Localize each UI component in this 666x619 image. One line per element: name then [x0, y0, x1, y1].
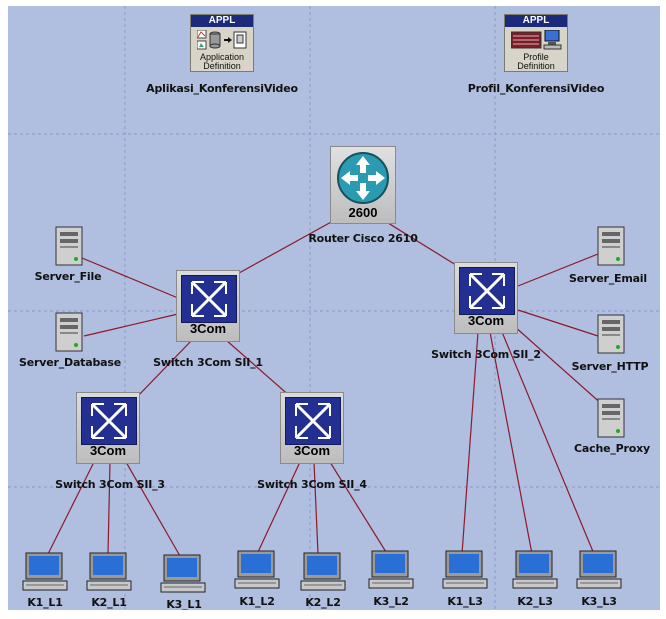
server-http-node[interactable] [596, 314, 626, 354]
router-icon [337, 152, 389, 204]
switch-2-label: Switch 3Com SII_2 [431, 348, 541, 361]
k2-l3-node[interactable] [512, 550, 558, 590]
link-switch4-k2-l2[interactable] [313, 461, 319, 555]
workstation-icon [368, 550, 414, 589]
switch-2-node[interactable]: 3Com [454, 262, 518, 334]
workstation-icon [442, 550, 488, 589]
server-email-node[interactable] [596, 226, 626, 266]
profile-def-label: Profil_KonferensiVideo [467, 82, 605, 95]
k1-l3-node[interactable] [442, 550, 488, 590]
link-switch3-k2-l1[interactable] [107, 461, 111, 555]
switch-2-brand: 3Com [467, 313, 505, 328]
k1-l1-node[interactable] [22, 552, 68, 592]
link-switch4-k1-l2[interactable] [257, 461, 301, 553]
application-definition-node[interactable]: APPL Application Definition [190, 14, 254, 72]
link-switch2-k2-l3[interactable] [489, 331, 533, 555]
cache-proxy-label: Cache_Proxy [574, 442, 650, 455]
switch-4-node[interactable]: 3Com [280, 392, 344, 464]
k2-l1-node[interactable] [86, 552, 132, 592]
k3-l2-node[interactable] [368, 550, 414, 590]
k1-l3-label: K1_L3 [447, 595, 483, 608]
link-switch2-server-email[interactable] [517, 253, 599, 287]
server-database-node[interactable] [54, 312, 84, 352]
appl-header: APPL [191, 15, 253, 27]
link-switch1-switch3[interactable] [135, 339, 193, 399]
switch-icon [190, 280, 228, 318]
server-icon [55, 312, 83, 352]
network-canvas[interactable]: APPL Application Definition Aplikasi_Kon… [8, 6, 660, 610]
k1-l2-node[interactable] [234, 550, 280, 590]
switch-icon [468, 272, 506, 310]
link-switch2-server-http[interactable] [517, 309, 599, 337]
switch-1-label: Switch 3Com SII_1 [153, 356, 263, 369]
server-icon [597, 314, 625, 354]
router-node[interactable]: 2600 [330, 146, 396, 224]
link-switch2-cache-proxy[interactable] [513, 325, 605, 407]
switch-1-node[interactable]: 3Com [176, 270, 240, 342]
switch-3-label: Switch 3Com SII_3 [55, 478, 165, 491]
router-brand: 2600 [348, 205, 378, 220]
switch-3-brand: 3Com [89, 443, 127, 458]
link-switch1-server-database[interactable] [83, 313, 179, 337]
switch-icon [294, 402, 332, 440]
router-label: Router Cisco 2610 [308, 232, 418, 245]
server-http-label: Server_HTTP [571, 360, 649, 373]
workstation-icon [160, 554, 206, 593]
server-icon [597, 398, 625, 438]
workstation-icon [576, 550, 622, 589]
workstation-icon [300, 552, 346, 591]
k3-l1-label: K3_L1 [166, 598, 202, 610]
application-definition-icon [197, 30, 247, 50]
k3-l1-node[interactable] [160, 554, 206, 594]
link-router-switch1[interactable] [229, 215, 343, 279]
link-router-switch2[interactable] [379, 217, 465, 271]
k3-l3-label: K3_L3 [581, 595, 617, 608]
switch-3-node[interactable]: 3Com [76, 392, 140, 464]
workstation-icon [86, 552, 132, 591]
link-switch2-k1-l3[interactable] [461, 331, 479, 555]
server-email-label: Server_Email [569, 272, 647, 285]
profile-definition-node[interactable]: APPL Profile Definition [504, 14, 568, 72]
server-database-label: Server_Database [19, 356, 121, 369]
workstation-icon [512, 550, 558, 589]
profile-subtitle: Profile Definition [517, 52, 555, 71]
profile-definition-icon [511, 30, 562, 50]
app-def-label: Aplikasi_KonferensiVideo [146, 82, 298, 95]
server-file-node[interactable] [54, 226, 84, 266]
workstation-icon [234, 550, 280, 589]
k2-l1-label: K2_L1 [91, 596, 127, 609]
switch-4-brand: 3Com [293, 443, 331, 458]
link-switch1-switch4[interactable] [225, 339, 293, 399]
appl-subtitle: Application Definition [199, 52, 245, 71]
cache-proxy-node[interactable] [596, 398, 626, 438]
link-switch1-server-file[interactable] [81, 257, 179, 299]
server-icon [55, 226, 83, 266]
switch-icon [90, 402, 128, 440]
k2-l2-node[interactable] [300, 552, 346, 592]
profile-header: APPL [505, 15, 567, 27]
k2-l3-label: K2_L3 [517, 595, 553, 608]
k3-l3-node[interactable] [576, 550, 622, 590]
k2-l2-label: K2_L2 [305, 596, 341, 609]
switch-4-label: Switch 3Com SII_4 [257, 478, 367, 491]
link-layer [47, 215, 605, 557]
k1-l2-label: K1_L2 [239, 595, 275, 608]
server-file-label: Server_File [34, 270, 102, 283]
workstation-icon [22, 552, 68, 591]
link-switch4-k3-l2[interactable] [329, 461, 387, 553]
link-switch3-k1-l1[interactable] [47, 461, 95, 555]
server-icon [597, 226, 625, 266]
k3-l2-label: K3_L2 [373, 595, 409, 608]
link-switch2-k3-l3[interactable] [501, 331, 595, 555]
link-switch3-k3-l1[interactable] [125, 461, 181, 557]
switch-1-brand: 3Com [189, 321, 227, 336]
k1-l1-label: K1_L1 [27, 596, 63, 609]
